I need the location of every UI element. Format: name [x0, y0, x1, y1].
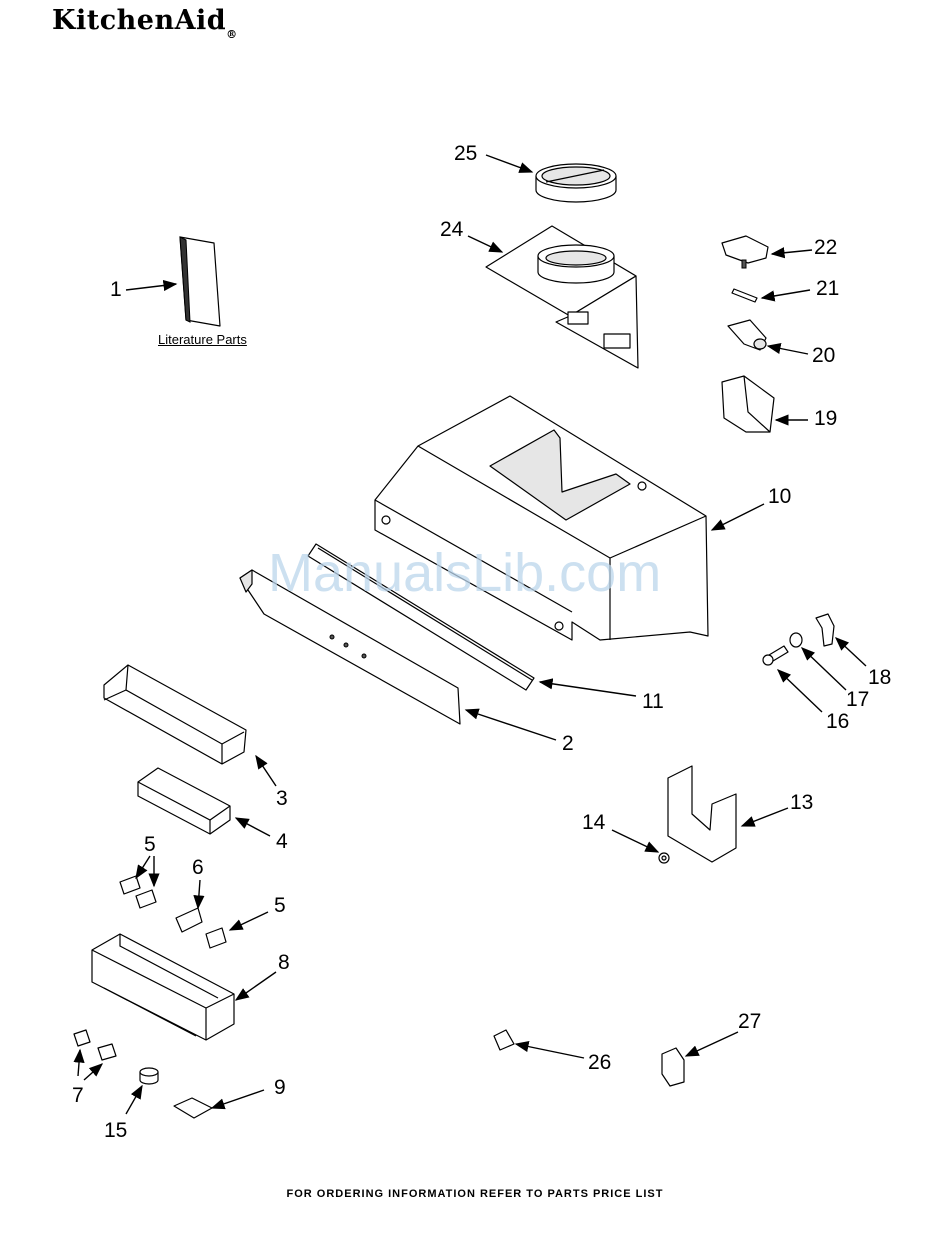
callout-21: 21 [816, 278, 839, 300]
part-26-connector [494, 1030, 514, 1050]
callout-10: 10 [768, 486, 791, 508]
callout-13: 13 [790, 792, 813, 814]
ordering-footer-note: FOR ORDERING INFORMATION REFER TO PARTS … [0, 1188, 950, 1200]
part-22-bracket [722, 236, 768, 268]
part-5-connectors-a [120, 876, 156, 908]
part-19-cover [722, 376, 774, 432]
part-18-bracket [816, 614, 834, 646]
part-17-washer [790, 633, 802, 647]
callout-11: 11 [642, 691, 664, 713]
part-3-lamp-housing [104, 665, 246, 764]
part-7-clips [74, 1030, 116, 1060]
callout-3: 3 [276, 788, 288, 810]
callout-24: 24 [440, 219, 463, 241]
callout-26: 26 [588, 1052, 611, 1074]
part-6-connector [176, 908, 202, 932]
literature-parts-label: Literature Parts [158, 332, 247, 347]
part-16-screw [763, 646, 788, 665]
callout-9: 9 [274, 1077, 286, 1099]
part-1-literature [180, 237, 220, 326]
watermark: ManualsLib.com [268, 543, 661, 603]
part-27-terminal-block [662, 1048, 684, 1086]
callout-4: 4 [276, 831, 288, 853]
part-21-pin [732, 289, 757, 302]
callout-27: 27 [738, 1011, 761, 1033]
callout-16: 16 [826, 711, 849, 733]
callout-18: 18 [868, 667, 891, 689]
callout-25: 25 [454, 143, 477, 165]
part-8-control-tray [92, 934, 234, 1040]
callout-6: 6 [192, 857, 204, 879]
callout-5b: 5 [274, 895, 286, 917]
callout-7: 7 [72, 1085, 84, 1107]
part-14-nut [659, 853, 669, 863]
part-9-switch [174, 1098, 212, 1118]
callout-15: 15 [104, 1120, 127, 1142]
part-20-switch [728, 320, 766, 350]
callout-2: 2 [562, 733, 574, 755]
part-13-bracket [668, 766, 736, 862]
part-10-hood-body [375, 396, 708, 640]
callout-8: 8 [278, 952, 290, 974]
callout-22: 22 [814, 237, 837, 259]
callout-14: 14 [582, 812, 605, 834]
callout-19: 19 [814, 408, 837, 430]
callout-20: 20 [812, 345, 835, 367]
callout-5a: 5 [144, 834, 156, 856]
part-25-duct-collar [536, 164, 616, 202]
callout-17: 17 [846, 689, 869, 711]
part-15-knob [140, 1068, 158, 1084]
part-5-connectors-b [206, 928, 226, 948]
part-4-filter-block [138, 768, 230, 834]
callout-1: 1 [110, 279, 122, 301]
part-24-damper-plate [486, 226, 638, 368]
